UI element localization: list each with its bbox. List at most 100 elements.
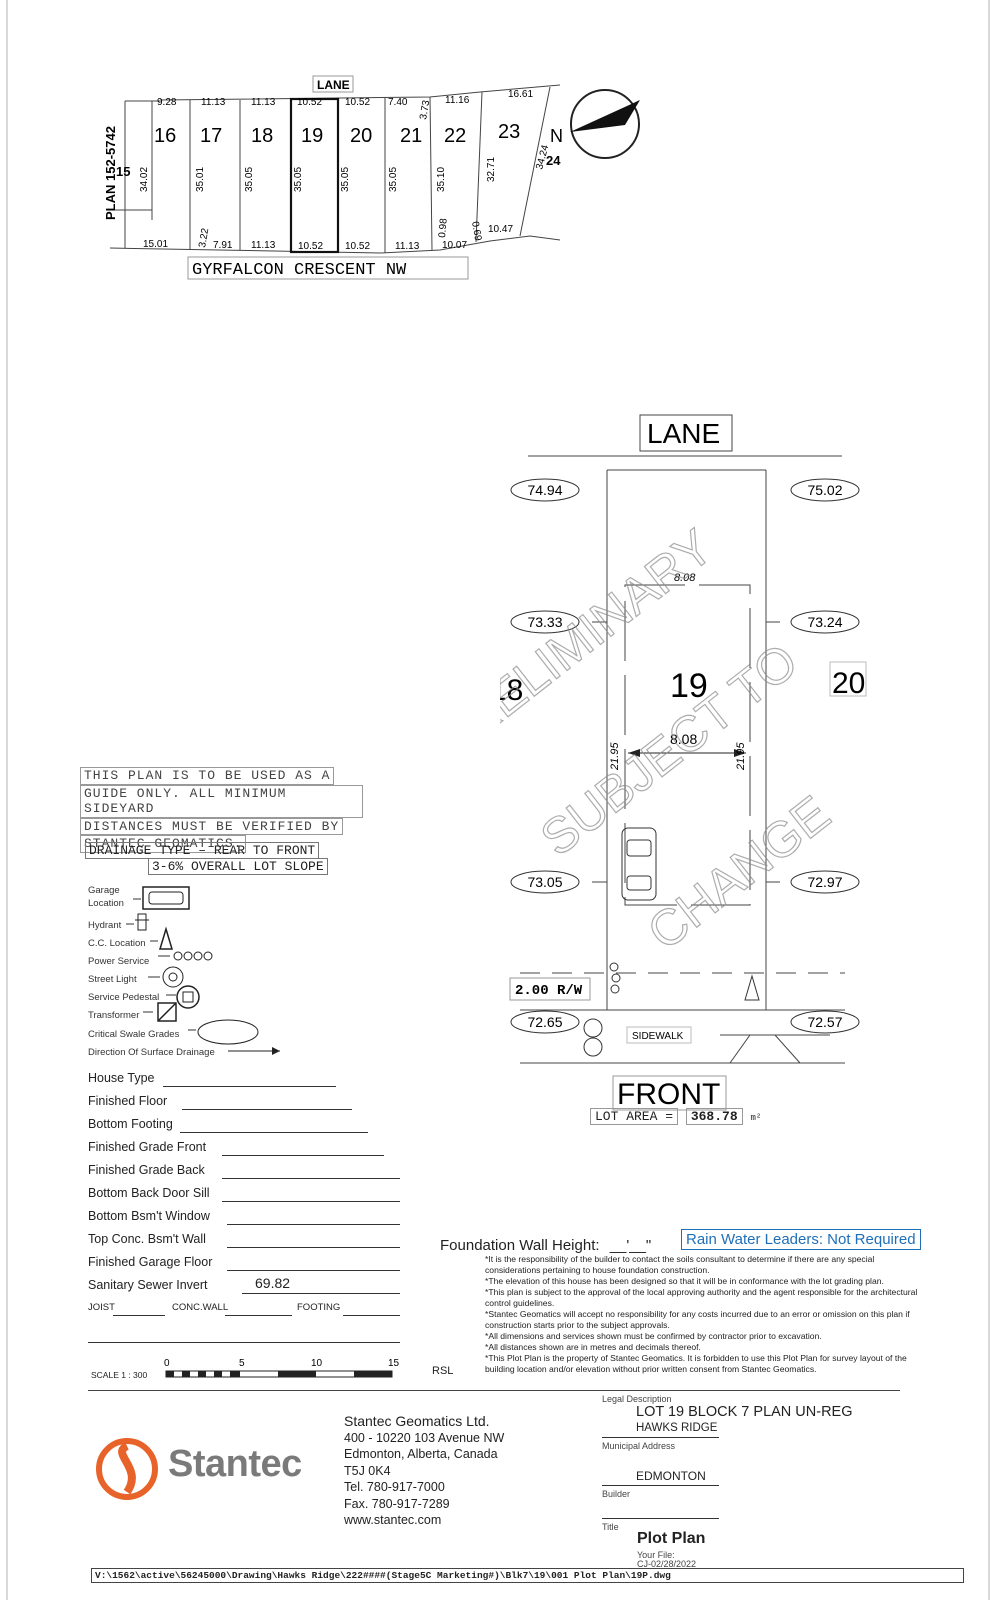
sheet-left-edge <box>6 0 8 1600</box>
bottom-dim: 10.52 <box>345 241 370 252</box>
drainage-slope: 3-6% OVERALL LOT SLOPE <box>148 858 328 875</box>
notice-line: THIS PLAN IS TO BE USED AS A <box>80 767 335 785</box>
field-line <box>602 1485 719 1486</box>
depth-dim: 35.10 <box>436 167 447 192</box>
elevation-rear-left: 74.94 <box>527 482 562 498</box>
depth-dim: 35.05 <box>388 167 399 192</box>
disclaimer-line: *All dimensions and services shown must … <box>485 1331 822 1341</box>
legend-cc: C.C. Location <box>88 938 146 949</box>
scale-tick: 15 <box>388 1358 400 1369</box>
north-label: N <box>550 126 563 146</box>
scale-tick: 0 <box>164 1358 170 1369</box>
scale-bar: 0 5 10 15 <box>164 1358 400 1378</box>
disclaimer-line: *This Plot Plan is the property of Stant… <box>485 1353 907 1374</box>
field-line <box>602 1437 719 1438</box>
company-address2: Edmonton, Alberta, Canada <box>344 1447 498 1461</box>
lot-number: 19 <box>670 667 708 705</box>
sidewalk-label: SIDEWALK <box>632 1031 684 1042</box>
disclaimer-line: *All distances shown are in metres and d… <box>485 1342 701 1352</box>
elevation-front-left: 73.05 <box>527 874 562 890</box>
top-dim: 9.28 <box>157 97 177 108</box>
brand-wordmark: Stantec <box>168 1443 302 1485</box>
company-tel: Tel. 780-917-7000 <box>344 1480 445 1494</box>
street-label: GYRFALCON CRESCENT NW <box>192 261 407 280</box>
building-width: 8.08 <box>670 731 697 747</box>
lot-plan: LANE 74.94 75.02 73.33 73.24 <box>500 414 867 1111</box>
north-arrow-icon: N <box>550 89 640 159</box>
cc-location-icon <box>744 974 760 1001</box>
file-reference: CJ-02/28/2022 <box>637 1559 697 1569</box>
field-line <box>227 1224 400 1225</box>
field-line <box>88 1342 400 1343</box>
top-dim: 10.52 <box>297 97 322 108</box>
verification-notice: THIS PLAN IS TO BE USED AS A GUIDE ONLY.… <box>80 767 363 853</box>
key-lane-label: LANE <box>317 78 350 92</box>
garage-icon <box>133 886 190 910</box>
field-grade-front: Finished Grade Front <box>88 1140 207 1154</box>
notice-line: DISTANCES MUST BE VERIFIED BY <box>80 817 344 835</box>
top-dim: 3.73 <box>418 99 432 121</box>
bottom-dim: 11.13 <box>251 240 276 251</box>
elevation-rear-right: 75.02 <box>807 482 842 498</box>
front-label: FRONT <box>617 1078 720 1111</box>
field-line <box>180 1132 368 1133</box>
swale-icon <box>188 1019 259 1045</box>
depth-dim: 35.01 <box>195 167 206 192</box>
depth-dim: 32.71 <box>486 157 497 182</box>
field-line <box>222 1155 384 1156</box>
field-bsmt-window: Bottom Bsm't Window <box>88 1209 210 1223</box>
company-name: Stantec Geomatics Ltd. <box>344 1413 490 1429</box>
legend-garage-2: Location <box>88 898 124 909</box>
sheet-right-edge <box>988 0 990 1600</box>
your-file-label: Your File: <box>637 1550 675 1560</box>
field-top-conc: Top Conc. Bsm't Wall <box>88 1232 206 1246</box>
legend-street-light: Street Light <box>88 974 137 985</box>
building-width-top: 8.08 <box>674 572 696 584</box>
field-bottom-footing: Bottom Footing <box>88 1117 173 1131</box>
field-conc-wall: CONC.WALL <box>172 1302 229 1313</box>
legend-garage: Garage <box>88 885 120 896</box>
notice-line: GUIDE ONLY. ALL MINIMUM SIDEYARD <box>80 784 363 818</box>
stantec-logo-icon <box>96 1438 158 1500</box>
bottom-dim: 10.52 <box>298 241 323 252</box>
depth-dim: 35.05 <box>244 167 255 192</box>
top-dim: 11.13 <box>201 97 226 108</box>
field-line <box>225 1315 292 1316</box>
right-lot-number: 20 <box>832 667 865 700</box>
disclaimer-line: *This plan is subject to the approval of… <box>485 1287 918 1308</box>
top-dim: 16.61 <box>508 89 533 100</box>
field-line <box>242 1293 400 1294</box>
field-sewer: Sanitary Sewer Invert <box>88 1278 208 1292</box>
legend-swale: Critical Swale Grades <box>88 1029 180 1040</box>
power-service-icon <box>609 962 621 994</box>
field-line <box>602 1518 719 1519</box>
legend-power: Power Service <box>88 956 150 967</box>
field-sewer-value: 69.82 <box>255 1275 291 1291</box>
bottom-dim: 10.47 <box>488 224 513 235</box>
street-light-icon <box>148 966 184 988</box>
bottom-dim: 11.13 <box>395 241 420 252</box>
key-lot-number: 15 <box>116 164 130 179</box>
service-pedestal-icon <box>166 985 200 1009</box>
bottom-dim: 15.01 <box>143 239 168 250</box>
elevation-walk-left: 72.65 <box>527 1014 562 1030</box>
key-lot-number: 17 <box>200 125 222 147</box>
field-line <box>227 1247 400 1248</box>
street-light-icon <box>583 1018 603 1057</box>
foundation-value: __'__" <box>609 1237 652 1254</box>
legend-pedestal: Service Pedestal <box>88 992 160 1003</box>
company-postal: T5J 0K4 <box>344 1463 391 1478</box>
field-house-type: House Type <box>88 1071 155 1085</box>
foundation-wall-height: Foundation Wall Height: __'__" <box>440 1237 651 1254</box>
cc-icon <box>150 926 174 950</box>
depth-dim: 34.02 <box>139 167 150 192</box>
field-line <box>227 1270 400 1271</box>
notice-line: STANTEC GEOMATICS. <box>80 835 247 853</box>
top-dim: 11.16 <box>445 95 470 106</box>
field-line <box>182 1109 352 1110</box>
key-plan: PLAN 152-5742 LANE 9.28 11.13 11.13 10.5… <box>103 75 640 280</box>
power-icon <box>158 951 213 961</box>
lane-label: LANE <box>647 418 720 449</box>
bottom-dim: 10.07 <box>442 240 467 251</box>
